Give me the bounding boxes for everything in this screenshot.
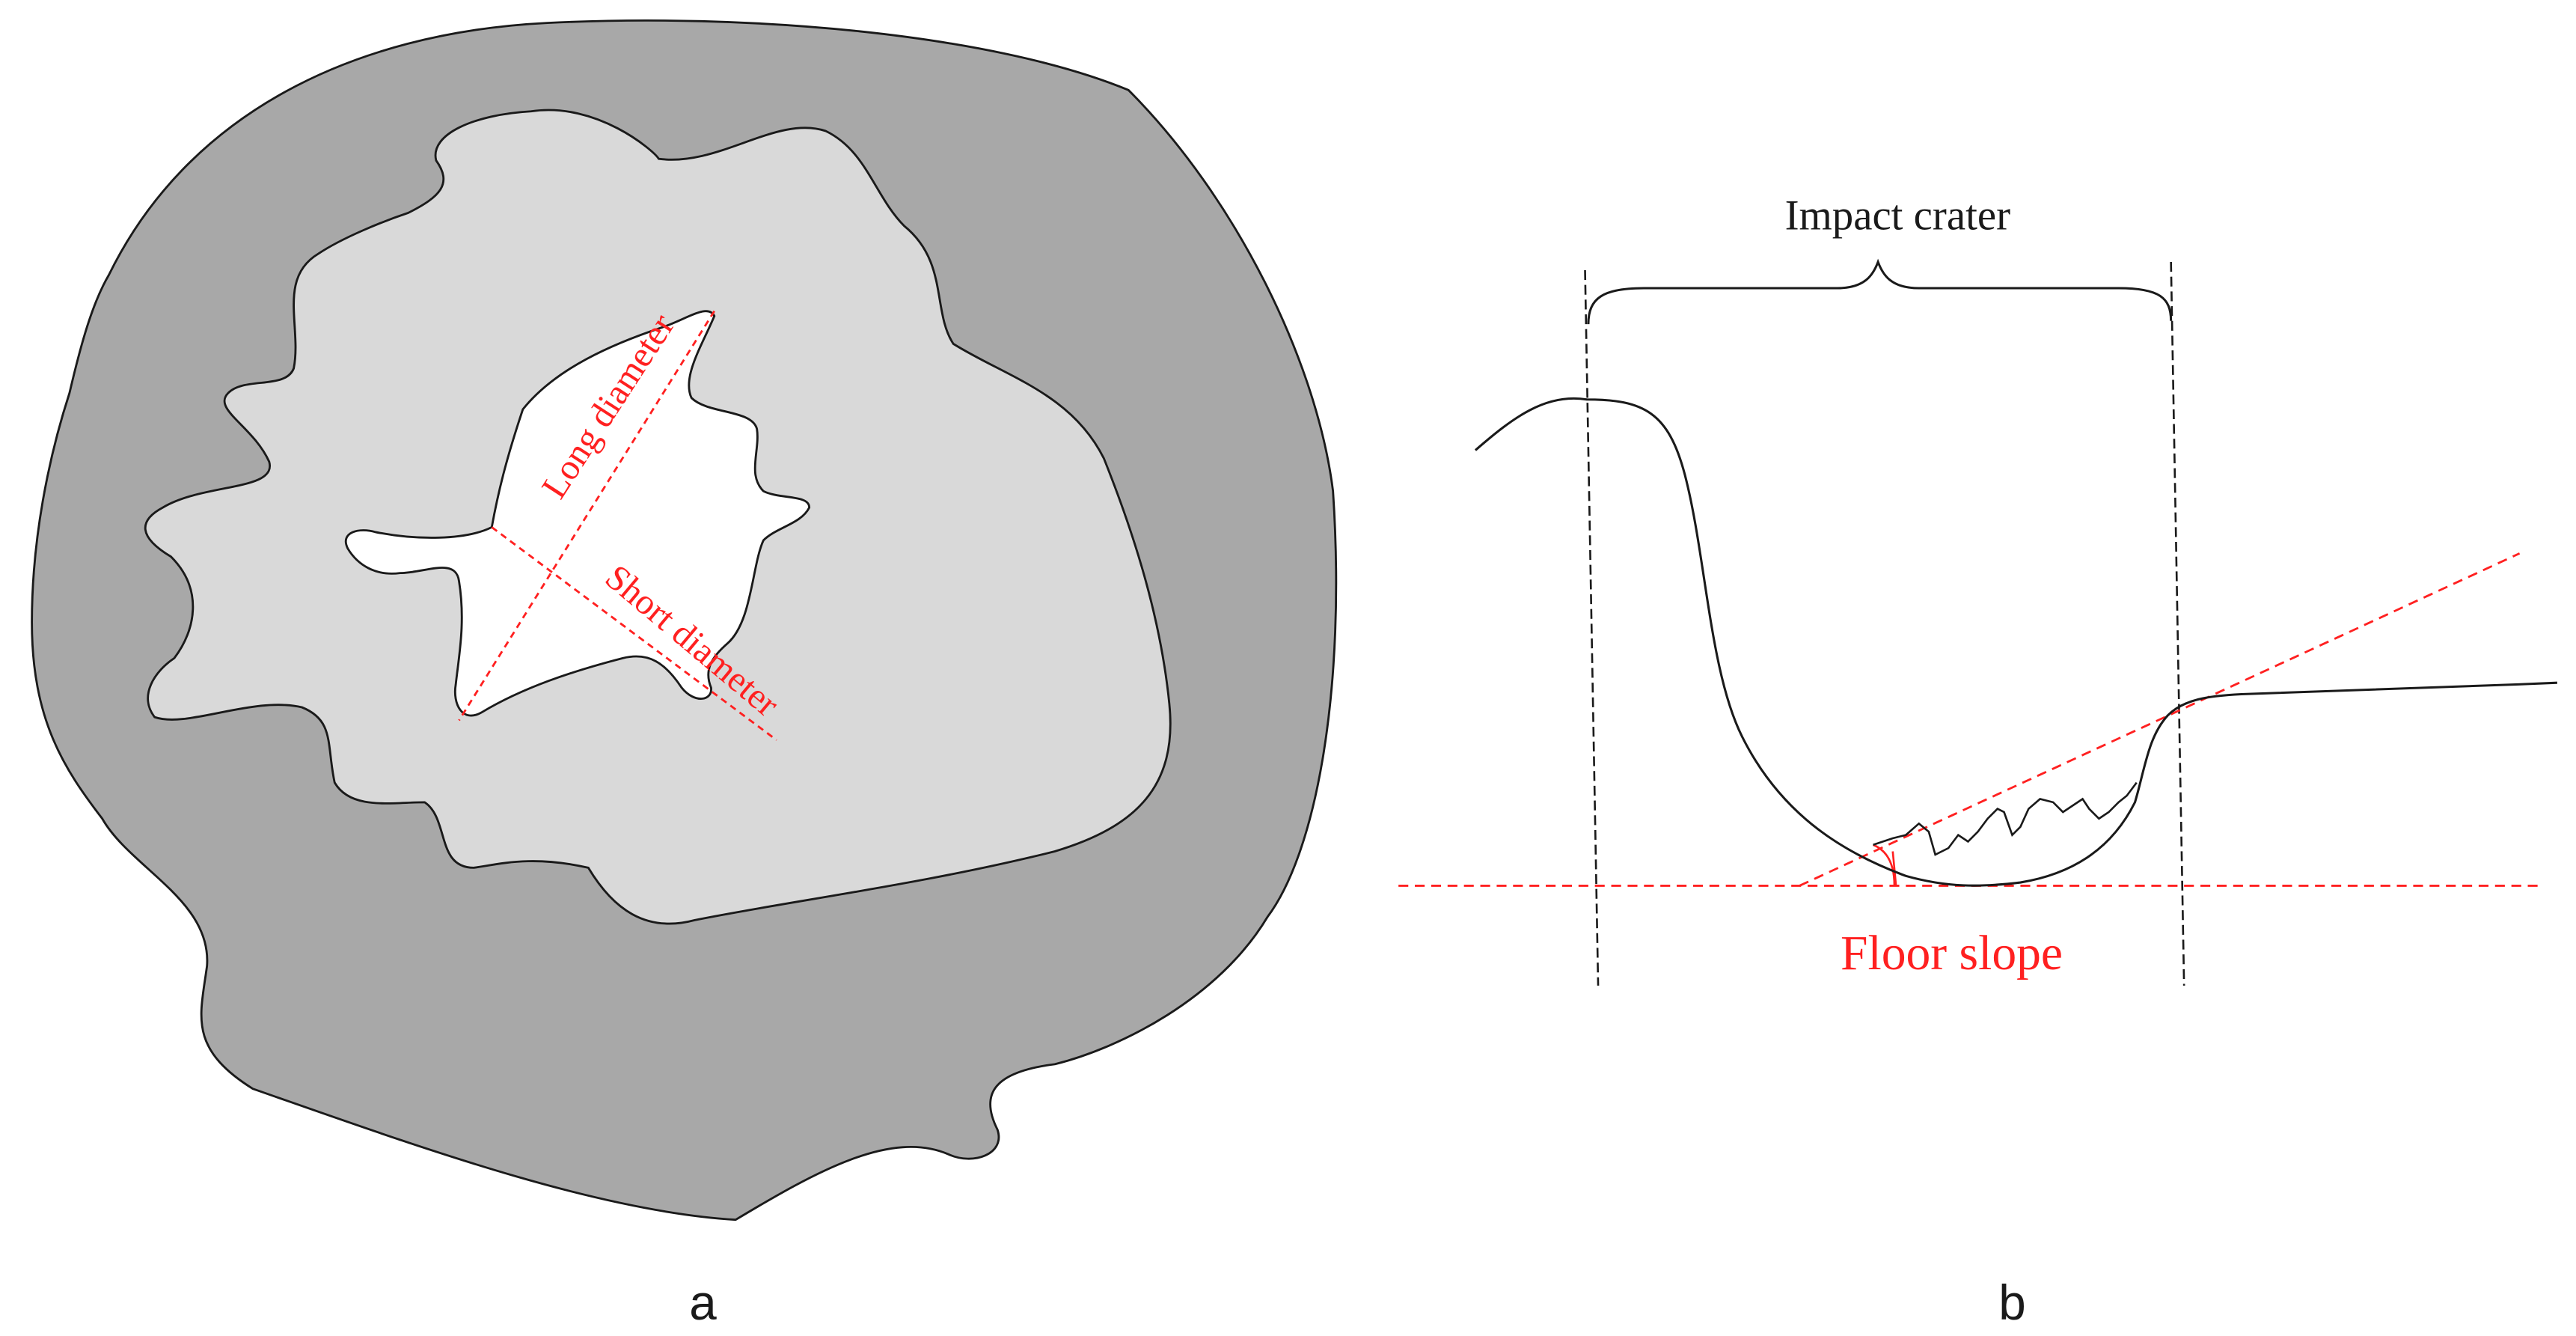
- left-boundary-line: [1584, 269, 1600, 986]
- floor-slope-line: [1799, 552, 2521, 887]
- panel-b: Impact crater Floor slope b: [1398, 192, 2557, 1330]
- long-diameter-line: [458, 310, 715, 722]
- panel-a: Long diameter Short diameter a: [31, 19, 1338, 1330]
- slope-angle-tick: [1891, 851, 1897, 886]
- short-diameter-line: [491, 526, 777, 741]
- floor-deposit-curve: [1873, 781, 2138, 856]
- right-boundary-line: [2170, 261, 2185, 986]
- panel-a-letter: a: [689, 1275, 717, 1330]
- slope-angle-arc: [1873, 844, 1896, 886]
- impact-crater-label: Impact crater: [1785, 192, 2011, 239]
- crater-brace: [1587, 258, 2173, 325]
- central-pit-region: [345, 310, 811, 717]
- floor-slope-label: Floor slope: [1841, 927, 2063, 980]
- crater-profile-curve: [1474, 397, 2557, 887]
- panel-b-letter: b: [1998, 1275, 2025, 1330]
